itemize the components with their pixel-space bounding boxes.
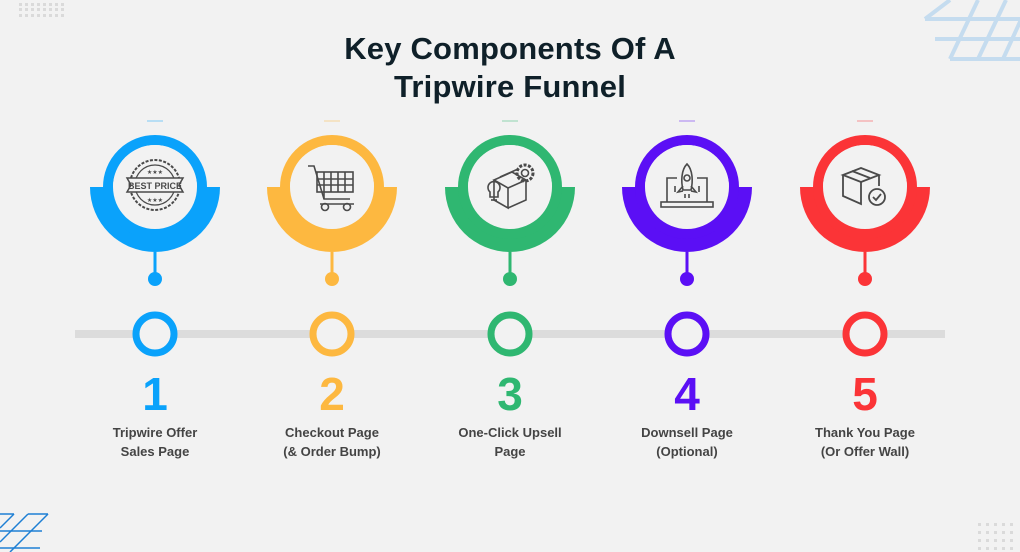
shopping-cart-icon xyxy=(308,165,354,212)
step-3-label: One-Click Upsell Page xyxy=(420,423,600,461)
step-1-label-line-2: Sales Page xyxy=(120,444,190,459)
title-line-2: Tripwire Funnel xyxy=(393,69,627,104)
step-3-number: 3 xyxy=(497,368,523,420)
step-4-label-line-2: (Optional) xyxy=(656,444,718,459)
step-4-medallion xyxy=(622,120,752,286)
rocket-laptop-icon xyxy=(660,162,714,208)
step-1: BEST PRICE ★★★ ★★★ 1 Tripwire Offer Sale… xyxy=(65,120,245,470)
step-5-medallion xyxy=(800,120,930,286)
step-2-timeline-node xyxy=(309,311,355,357)
step-1-label: Tripwire Offer Sales Page xyxy=(65,423,245,461)
stripe-pattern-top-right-decoration xyxy=(923,0,1020,61)
step-4-number: 4 xyxy=(674,368,700,420)
stripe-pattern-bottom-left-decoration xyxy=(0,513,49,552)
svg-text:★★★: ★★★ xyxy=(147,169,163,176)
box-gear-lightbulb-icon xyxy=(487,163,535,210)
step-2-label-line-1: Checkout Page xyxy=(285,425,379,440)
step-2-number: 2 xyxy=(319,368,345,420)
step-3-label-line-1: One-Click Upsell xyxy=(458,425,562,440)
step-4-timeline-node xyxy=(664,311,710,357)
step-5-label: Thank You Page (Or Offer Wall) xyxy=(775,423,955,461)
step-2-label-line-2: (& Order Bump) xyxy=(283,444,381,459)
step-1-number: 1 xyxy=(142,368,168,420)
svg-text:★★★: ★★★ xyxy=(147,197,163,204)
step-5-timeline-node xyxy=(842,311,888,357)
step-5-label-line-2: (Or Offer Wall) xyxy=(820,444,910,459)
step-5-number: 5 xyxy=(852,368,878,420)
step-4-label-line-1: Downsell Page xyxy=(641,425,733,440)
step-1-timeline-node xyxy=(132,311,178,357)
step-3: 3 One-Click Upsell Page xyxy=(420,120,600,470)
step-5-label-line-1: Thank You Page xyxy=(815,425,915,440)
step-4: 4 Downsell Page (Optional) xyxy=(597,120,777,470)
step-3-timeline-node xyxy=(487,311,533,357)
step-1-label-line-1: Tripwire Offer xyxy=(112,425,198,440)
step-4-label: Downsell Page (Optional) xyxy=(597,423,777,461)
svg-text:BEST PRICE: BEST PRICE xyxy=(128,181,182,191)
step-2-medallion xyxy=(267,120,397,286)
step-2-label: Checkout Page (& Order Bump) xyxy=(242,423,422,461)
title-line-1: Key Components Of A xyxy=(344,31,676,66)
dot-grid-bottom-right-decoration xyxy=(978,523,1013,550)
page-title: Key Components Of A Tripwire Funnel xyxy=(0,30,1020,106)
step-2: 2 Checkout Page (& Order Bump) xyxy=(242,120,422,470)
box-check-icon xyxy=(840,167,886,206)
step-1-medallion: BEST PRICE ★★★ ★★★ xyxy=(90,120,220,286)
best-price-badge-icon: BEST PRICE ★★★ ★★★ xyxy=(125,159,185,211)
step-5: 5 Thank You Page (Or Offer Wall) xyxy=(775,120,955,470)
step-3-medallion xyxy=(445,120,575,286)
dot-grid-top-left-decoration xyxy=(19,3,64,17)
step-3-label-line-2: Page xyxy=(494,444,526,459)
